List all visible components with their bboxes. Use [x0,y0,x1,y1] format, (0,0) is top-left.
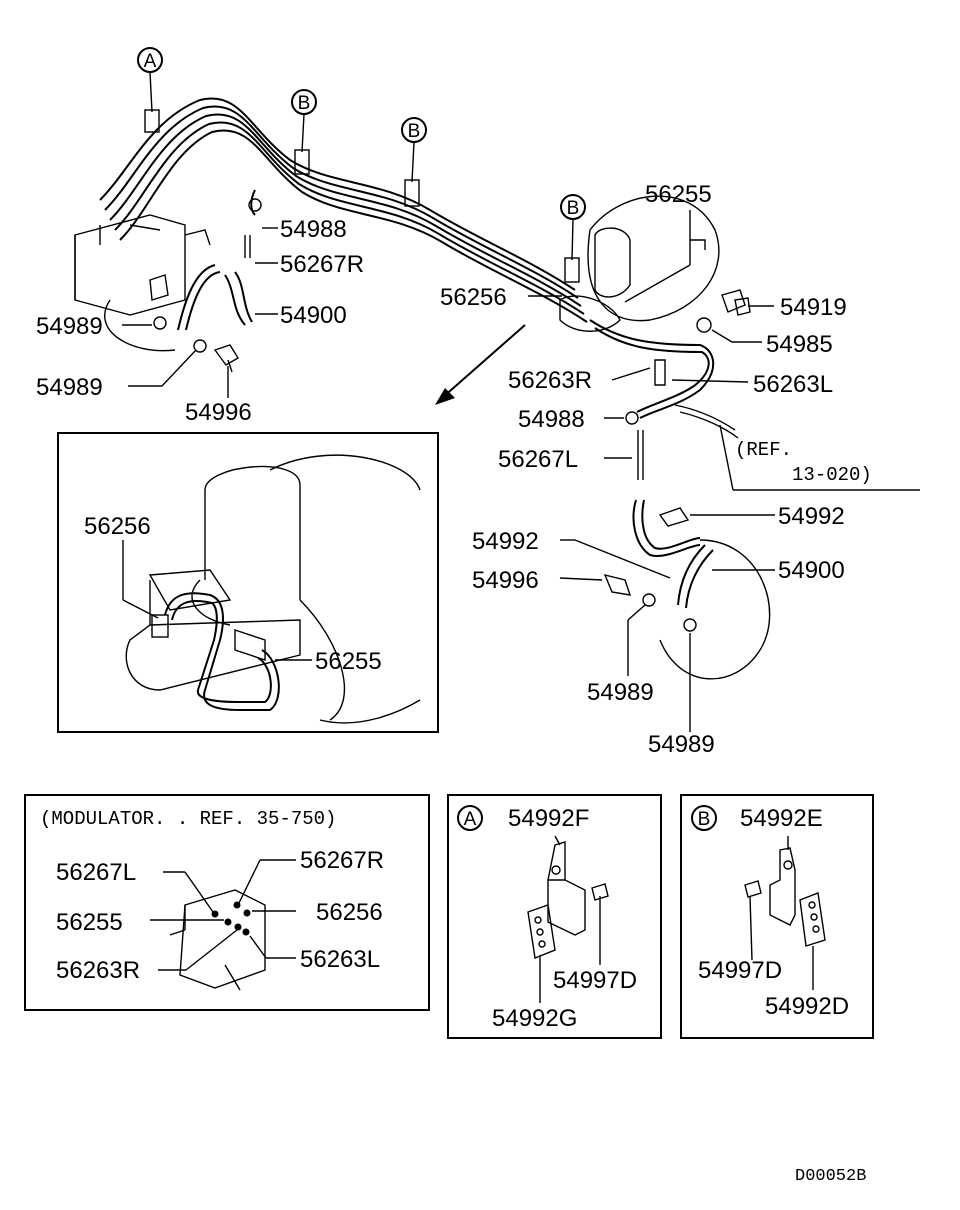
label-54989-a: 54989 [36,313,103,340]
modulator-label-56263L: 56263L [300,946,380,973]
box-a-label-54992G: 54992G [492,1005,577,1032]
box-b-badge: B [698,809,711,830]
detail-view-frame [57,432,439,733]
label-54900-top: 54900 [280,302,347,329]
label-ref-line1: (REF. [735,439,792,461]
label-56267L: 56267L [498,446,578,473]
modulator-label-56255: 56255 [56,909,123,936]
box-a-badge: A [464,809,477,830]
box-a-label-54992F: 54992F [508,805,589,832]
callout-b2-letter: B [408,121,421,142]
detail-view: 56256 56255 [57,432,439,733]
box-b-label-54992E: 54992E [740,805,823,832]
modulator-label-56267L: 56267L [56,859,136,886]
detail-label-56256: 56256 [84,513,151,540]
label-56263L: 56263L [753,371,833,398]
modulator-label-56263R: 56263R [56,957,140,984]
modulator-box: (MODULATOR. . REF. 35-750) 56267L 56267R… [24,794,430,1011]
label-54988-mid: 54988 [518,406,585,433]
label-56255-top: 56255 [645,181,712,208]
main-view: A B B B [36,47,920,758]
label-56267R: 56267R [280,251,364,278]
box-a: A 54992F 54997D 54992G [447,794,662,1039]
box-b: B 54992E 54997D 54992D [680,794,874,1039]
label-54988-top: 54988 [280,216,347,243]
label-54992-left: 54992 [472,528,539,555]
modulator-frame [24,794,430,1011]
brake-booster [559,195,751,480]
modulator-label-56267R: 56267R [300,847,384,874]
label-54900-mid: 54900 [778,557,845,584]
label-56256-top: 56256 [440,284,507,311]
main-leaders [122,210,920,732]
label-54989-c: 54989 [587,679,654,706]
modulator-label-56256: 56256 [316,899,383,926]
label-54919: 54919 [780,294,847,321]
label-54996-top: 54996 [185,399,252,426]
box-a-label-54997D: 54997D [553,967,637,994]
box-b-label-54997D: 54997D [698,957,782,984]
box-b-label-54992D: 54992D [765,993,849,1020]
callout-b1-letter: B [298,93,311,114]
brake-line-bundle [99,97,588,323]
callout-b1: B [291,89,317,153]
detail-label-56255: 56255 [315,648,382,675]
label-54985: 54985 [766,331,833,358]
box-b-frame [680,794,874,1039]
callout-b2: B [401,117,427,183]
callout-a-top: A [137,47,163,113]
label-54992-right: 54992 [778,503,845,530]
callout-b3: B [560,194,586,261]
label-54989-b: 54989 [36,374,103,401]
label-54996-mid: 54996 [472,567,539,594]
view-arrow [435,324,526,405]
label-ref-line2: 13-020) [792,464,872,486]
label-56263R: 56263R [508,367,592,394]
label-54989-d: 54989 [648,731,715,758]
box-a-frame [447,794,662,1039]
callout-a-letter: A [144,51,157,72]
callout-b3-letter: B [567,198,580,219]
drawing-code: D00052B [795,1167,866,1186]
modulator-title: (MODULATOR. . REF. 35-750) [40,808,336,830]
left-wheel-assembly [74,214,253,373]
right-wheel-assembly [603,499,771,680]
